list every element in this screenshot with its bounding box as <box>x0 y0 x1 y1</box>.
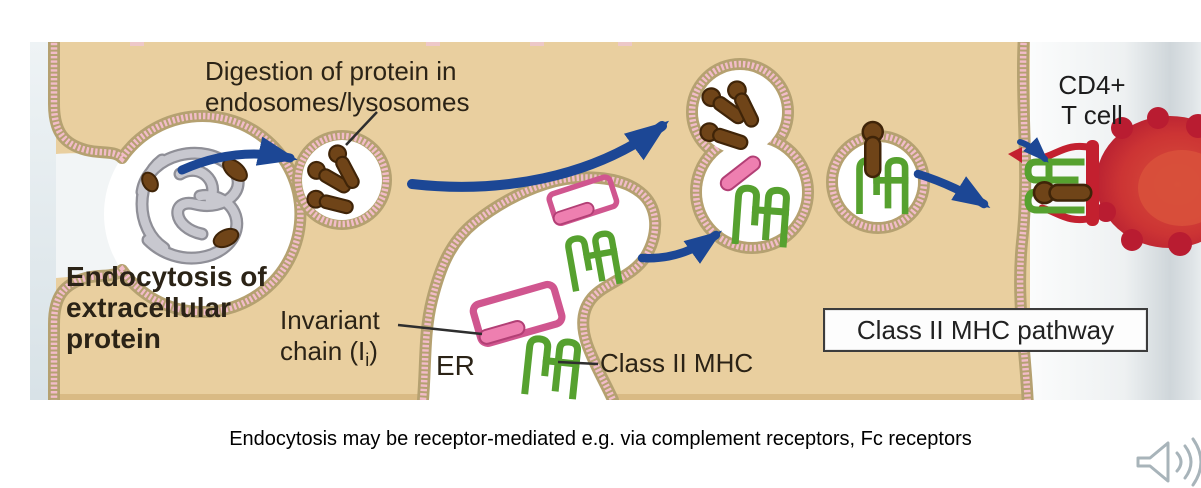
er-label: ER <box>436 350 475 381</box>
endocytosis-label-line2: extracellular <box>66 292 231 323</box>
arrow-presentation-to-tcell <box>1017 137 1049 163</box>
endocytosis-label-line1: Endocytosis of <box>66 261 267 292</box>
leader-invariant-chain <box>397 323 483 336</box>
arrow-er-to-fusion <box>637 230 723 264</box>
invariant-chain-subscript: i <box>365 350 370 371</box>
arrow-endocytosis <box>177 136 298 175</box>
leader-digestion <box>345 111 378 146</box>
endocytosis-label: Endocytosis of extracellular protein <box>66 261 267 354</box>
plasma-membrane-left <box>48 42 307 400</box>
cd4-tcell-label-line1: CD4+ <box>1058 70 1126 100</box>
pathway-diagram <box>30 42 1201 400</box>
endosome-vesicle <box>292 130 392 230</box>
digestion-label-line2: endosomes/lysosomes <box>205 87 470 117</box>
digestion-label: Digestion of protein in endosomes/lysoso… <box>205 56 469 118</box>
endocytosis-label-line3: protein <box>66 323 161 354</box>
class2-mhc-label: Class II MHC <box>600 348 754 378</box>
class2-pathway-box: Class II MHC pathway <box>823 308 1148 352</box>
mhc-pathway-figure: Digestion of protein in endosomes/lysoso… <box>30 42 1201 400</box>
speaker-icon <box>1136 437 1201 487</box>
leader-class2-mhc <box>557 360 599 366</box>
cd4-tcell-label-line2: T cell <box>1061 100 1123 130</box>
slide-caption: Endocytosis may be receptor-mediated e.g… <box>229 428 972 450</box>
plasma-membrane-right <box>1014 42 1034 400</box>
arrow-vesicle-to-membrane <box>913 169 991 209</box>
membrane-top-stubs <box>130 42 632 46</box>
invariant-chain-label-line1: Invariant <box>280 305 380 335</box>
cd4-t-cell-body <box>1096 107 1201 256</box>
invariant-chain-label: Invariant chain (Ii) <box>280 305 380 376</box>
invariant-chain-label-line2: chain (Ii) <box>280 336 380 376</box>
invariant-chain-line2-post: ) <box>369 336 378 366</box>
cd4-tcell-label: CD4+ T cell <box>1042 70 1142 130</box>
audio-object[interactable] <box>1130 436 1201 488</box>
er-membrane <box>417 171 662 400</box>
arrow-endosome-to-fusion <box>407 120 670 192</box>
digestion-label-line1: Digestion of protein in <box>205 56 457 86</box>
invariant-chain-line2-pre: chain (I <box>280 336 366 366</box>
